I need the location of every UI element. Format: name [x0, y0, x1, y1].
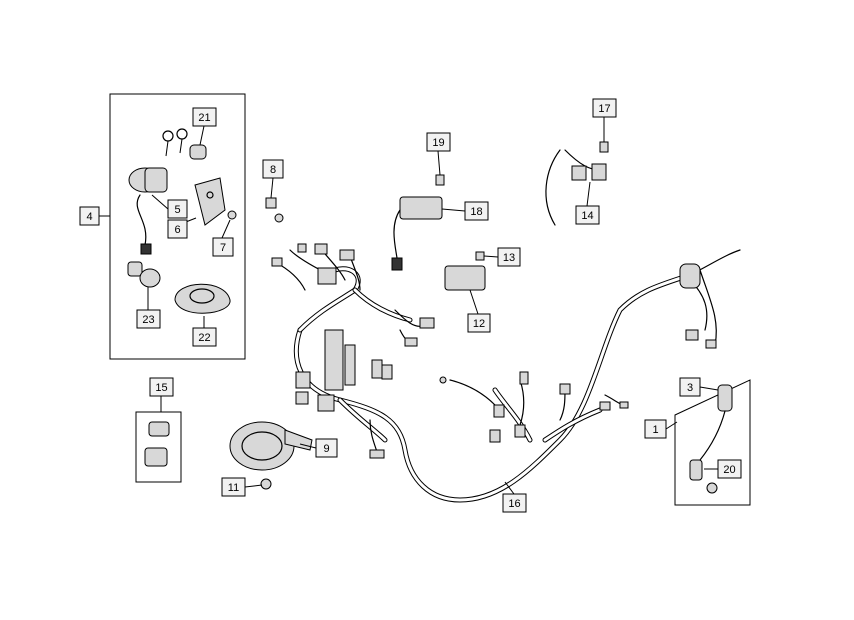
- callout-1-label: 1: [652, 424, 658, 436]
- callout-14: 14: [575, 205, 600, 225]
- relay-set-frame: [135, 411, 182, 483]
- callout-22: 22: [192, 327, 217, 347]
- callout-23-label: 23: [142, 314, 154, 326]
- callout-19: 19: [426, 132, 451, 152]
- callout-21-label: 21: [198, 112, 210, 124]
- callout-19-label: 19: [432, 137, 444, 149]
- callout-17-label: 17: [598, 103, 610, 115]
- bolt-part-19: [435, 174, 445, 186]
- callout-8: 8: [262, 159, 284, 179]
- callout-16: 16: [502, 493, 527, 513]
- callout-13-label: 13: [503, 252, 515, 264]
- callout-6-label: 6: [174, 224, 180, 236]
- key-and-cap-part: [162, 128, 207, 160]
- screw-part: [227, 210, 237, 220]
- sub-harness-part: [545, 149, 607, 226]
- callout-20-label: 20: [723, 464, 735, 476]
- callout-23: 23: [136, 309, 161, 329]
- callout-7-label: 7: [220, 242, 226, 254]
- callout-18-label: 18: [470, 206, 482, 218]
- callout-9-label: 9: [323, 443, 329, 455]
- callout-6: 6: [167, 219, 188, 239]
- ignition-set-frame: [109, 93, 246, 360]
- callout-8-label: 8: [270, 164, 276, 176]
- callout-12-label: 12: [473, 318, 485, 330]
- callout-17: 17: [592, 98, 617, 118]
- callout-21: 21: [192, 107, 217, 127]
- bolt-part-8: [265, 197, 284, 223]
- callout-5: 5: [167, 199, 188, 219]
- callout-22-label: 22: [198, 332, 210, 344]
- spark-plug-part: [689, 384, 733, 494]
- callout-12: 12: [467, 313, 491, 333]
- callout-14-label: 14: [581, 210, 593, 222]
- horn-cover-part: [174, 283, 231, 314]
- callout-3-label: 3: [687, 382, 693, 394]
- callout-7: 7: [212, 237, 234, 257]
- callout-4-label: 4: [86, 211, 92, 223]
- harness-connectors: [271, 243, 717, 459]
- bracket-plate-part: [194, 177, 226, 226]
- callout-1: 1: [644, 419, 667, 439]
- callout-11: 11: [221, 477, 246, 497]
- callout-13: 13: [497, 247, 521, 267]
- callout-15-label: 15: [155, 382, 167, 394]
- seat-lock-part: [127, 261, 161, 288]
- callout-5-label: 5: [174, 204, 180, 216]
- callout-4: 4: [79, 206, 100, 226]
- callout-15: 15: [149, 377, 174, 397]
- bolt-part-17: [599, 141, 609, 153]
- rectifier-module-part: [444, 265, 486, 291]
- callout-3: 3: [679, 377, 701, 397]
- relay-part: [144, 421, 170, 467]
- callout-16-label: 16: [508, 498, 520, 510]
- callout-20: 20: [717, 459, 742, 479]
- bolt-part-13: [475, 251, 485, 261]
- callout-18: 18: [464, 201, 489, 221]
- regulator-module-part: [391, 196, 443, 271]
- ignition-switch-part: [128, 167, 168, 255]
- callout-11-label: 11: [228, 482, 239, 494]
- callout-9: 9: [315, 438, 338, 458]
- horn-part: [229, 421, 313, 471]
- bolt-part-11: [260, 478, 272, 490]
